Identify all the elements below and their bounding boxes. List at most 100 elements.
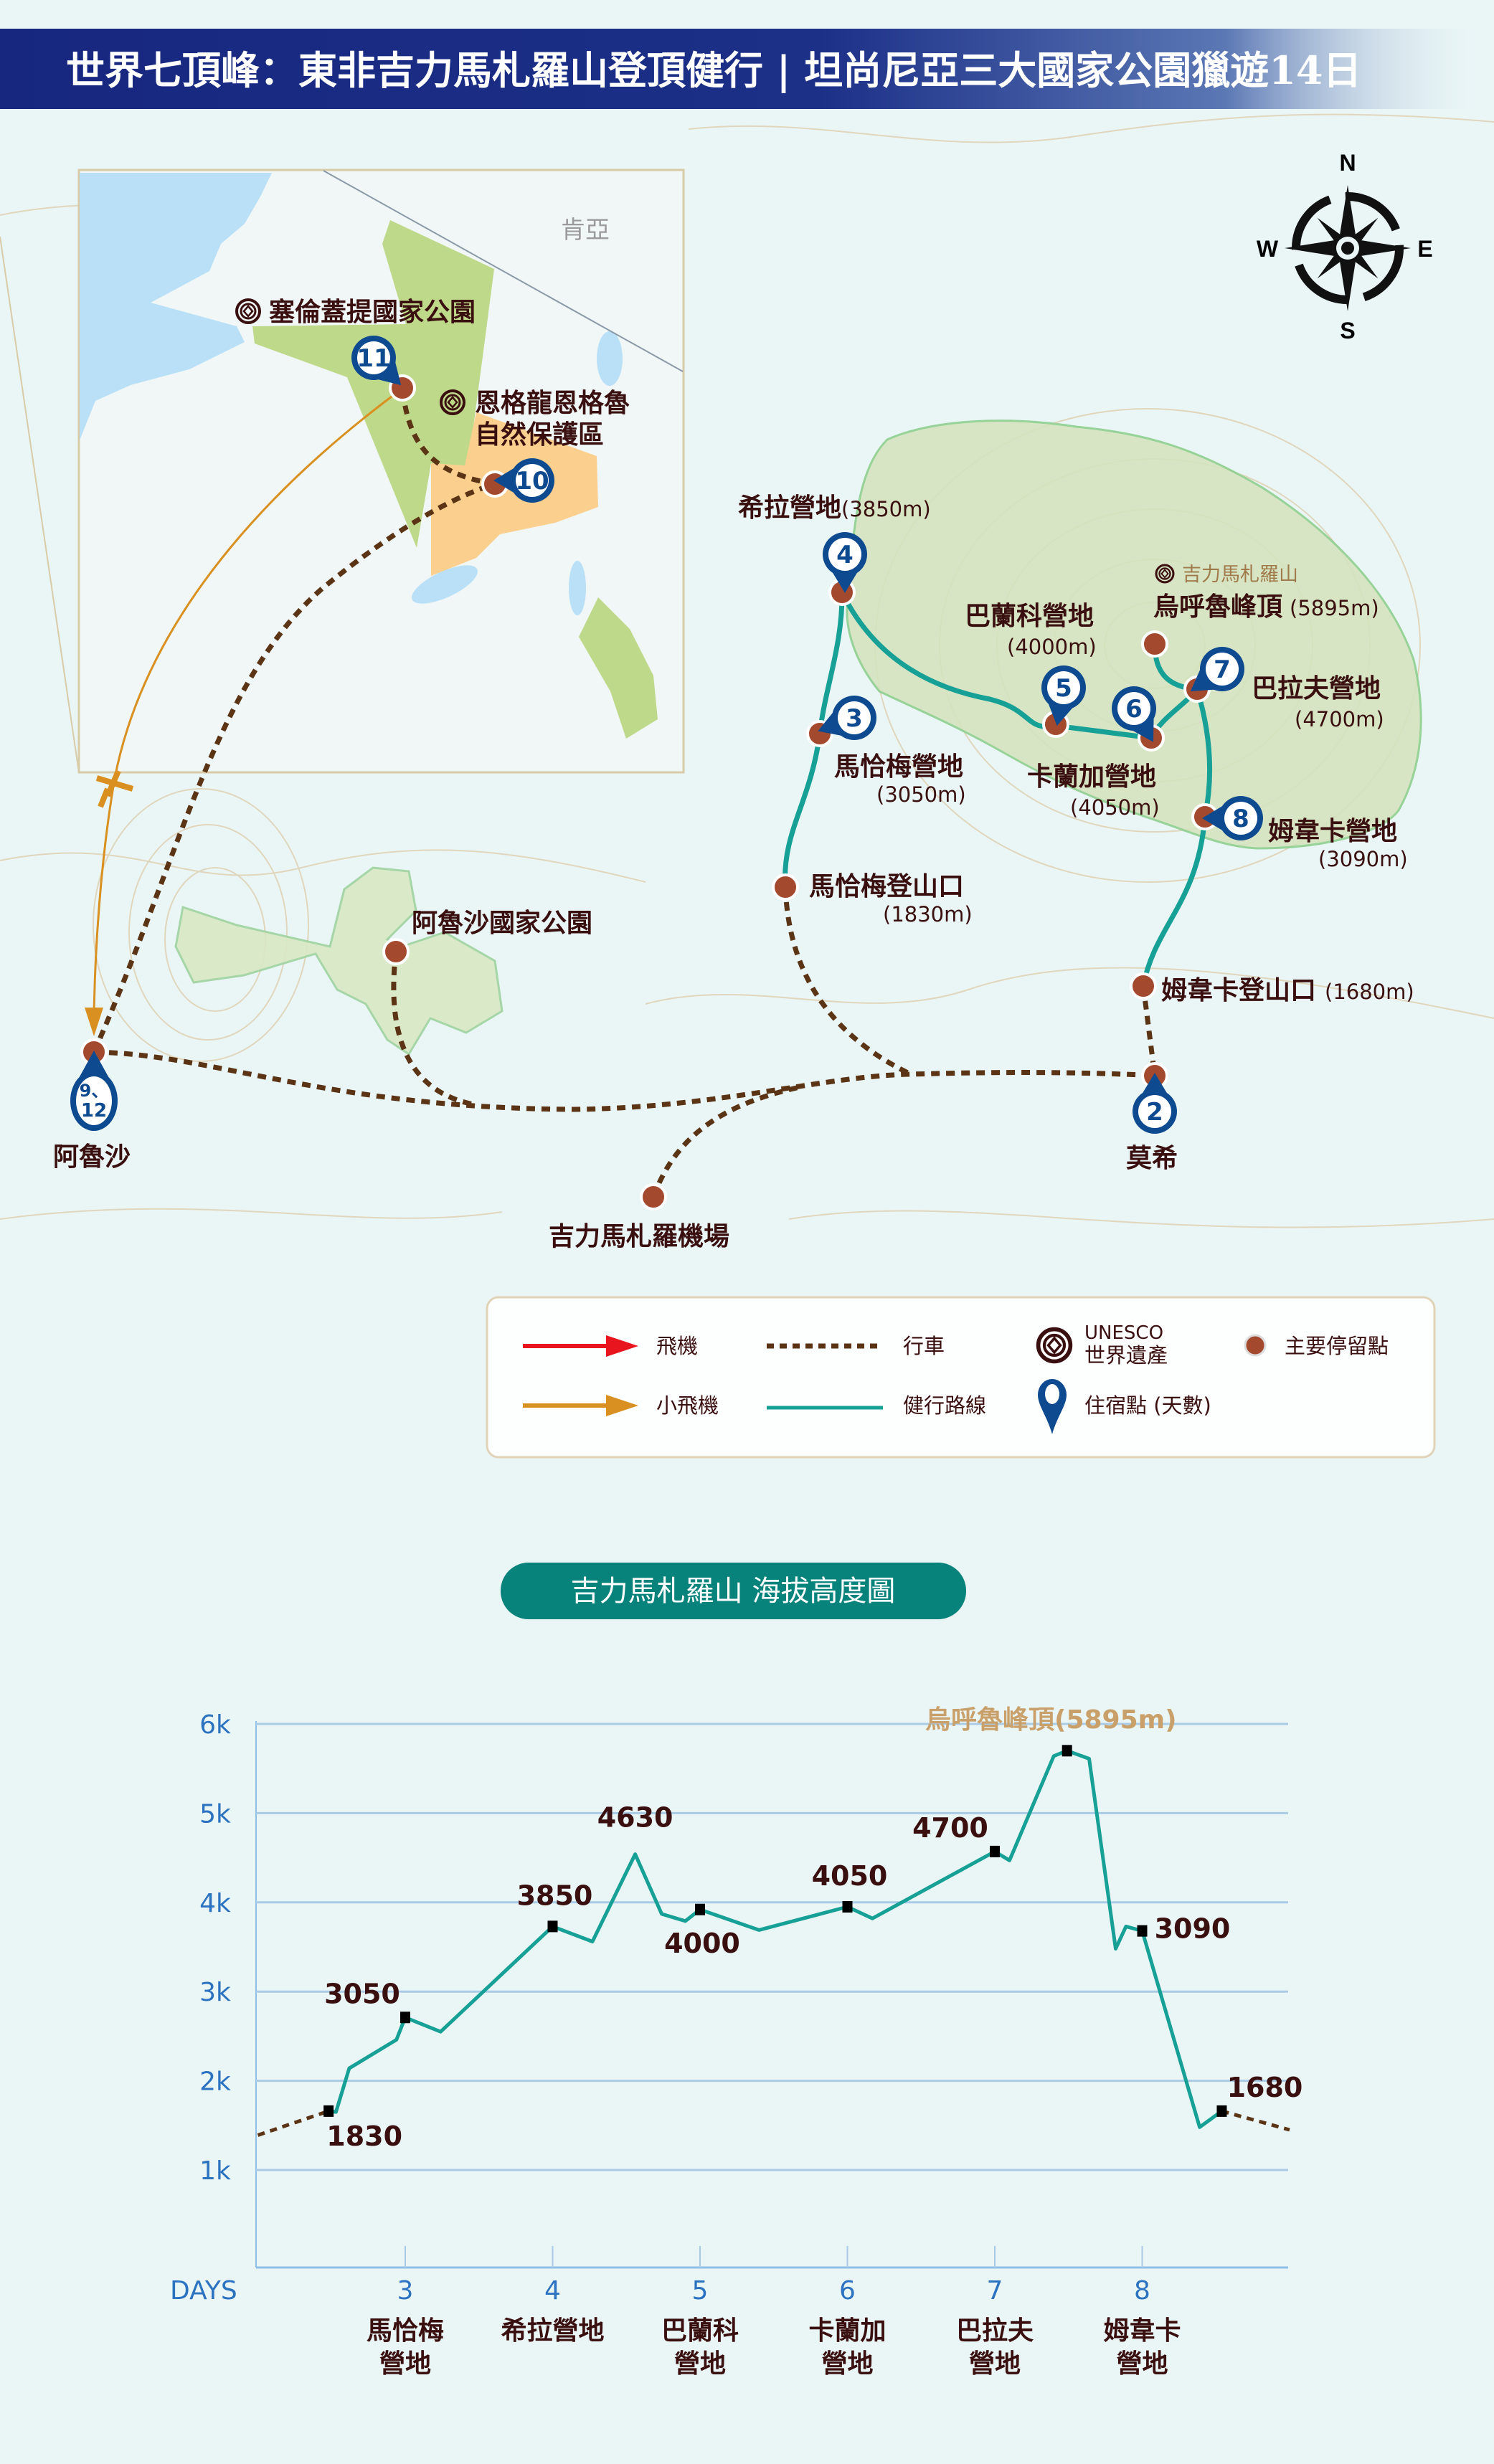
lake-eyasi — [412, 565, 478, 604]
pin-day-number: 4 — [836, 541, 854, 569]
compass-w: W — [1257, 236, 1279, 262]
kilimanjaro-unesco-label: 吉力馬札羅山 — [1182, 564, 1298, 586]
machame-camp-label: 馬恰梅營地 — [834, 752, 963, 782]
elevation-marker — [1062, 1745, 1072, 1757]
svg-text:小飛機: 小飛機 — [656, 1393, 719, 1418]
station-label: 馬恰梅 — [367, 2316, 444, 2346]
barranco-label: 巴蘭科營地 — [965, 602, 1094, 631]
barranco-elevation: (4000m) — [1007, 635, 1097, 659]
elevation-marker — [990, 1845, 1000, 1857]
elevation-value-label: 4050 — [812, 1860, 888, 1892]
kilimanjaro-park-area — [846, 420, 1422, 850]
x-axis-label: DAYS — [170, 2276, 237, 2306]
elevation-marker — [547, 1920, 558, 1933]
pin-day-number: 3 — [846, 704, 863, 733]
station-label: 希拉營地 — [501, 2316, 604, 2346]
legend-unesco: UNESCO 世界遺產 — [1039, 1322, 1168, 1368]
stay-pin-6[interactable]: 6 — [1112, 686, 1168, 751]
peak-value-label: 4630 — [597, 1802, 673, 1834]
lake-victoria — [80, 173, 272, 440]
y-tick-label: 6k — [199, 1710, 231, 1740]
kenya-border — [323, 170, 684, 372]
elevation-value-label: 3050 — [324, 1978, 400, 2009]
stop-machame-gate[interactable] — [772, 873, 799, 901]
x-tick-label: 3 — [397, 2276, 414, 2306]
machame-gate-label: 馬恰梅登山口 — [809, 872, 964, 901]
karanga-label: 卡蘭加營地 — [1027, 762, 1156, 792]
svg-text:行車: 行車 — [903, 1334, 945, 1358]
mweka-gate-label: 姆韋卡登山口(1680m) — [1161, 976, 1414, 1005]
stay-pin-10[interactable]: 10 — [493, 458, 554, 503]
stay-pin-2[interactable]: 2 — [1133, 1073, 1177, 1134]
trek-elevation-line — [328, 1748, 1223, 2129]
mweka-camp-elevation: (3090m) — [1318, 847, 1408, 871]
station-label: 營地 — [821, 2349, 873, 2379]
mweka-camp-label: 姆韋卡營地 — [1268, 817, 1397, 846]
elevation-value-label: 3850 — [517, 1880, 593, 1911]
stay-pin-8[interactable]: 8 — [1202, 796, 1263, 840]
legend-small-flight: 小飛機 — [523, 1393, 719, 1418]
machame-camp-elevation: (3050m) — [876, 782, 966, 807]
svg-text:飛機: 飛機 — [656, 1334, 698, 1358]
elevation-marker — [400, 2012, 410, 2024]
elevation-marker — [695, 1903, 705, 1915]
karanga-elevation: (4050m) — [1070, 795, 1160, 820]
chart-title-pill — [501, 1563, 966, 1619]
ngorongoro-label-line1: 恩格龍恩格魯 — [475, 389, 630, 418]
elevation-value-label: 4000 — [664, 1928, 740, 1959]
pin-day-number: 10 — [515, 467, 549, 496]
stay-pin-3[interactable]: 3 — [812, 696, 876, 747]
elevation-value-label: 4700 — [912, 1812, 988, 1844]
stay-pin-9-12[interactable]: 9、 12 — [70, 1051, 118, 1131]
station-label: 營地 — [969, 2349, 1021, 2379]
legend-stay: 住宿點 (天數) — [1038, 1379, 1211, 1434]
station-label: 營地 — [674, 2349, 726, 2379]
stop-mweka-gate[interactable] — [1130, 972, 1157, 1000]
pin-icon — [1038, 1379, 1067, 1434]
pin-day-number: 6 — [1125, 695, 1143, 724]
moshi-label: 莫希 — [1126, 1144, 1178, 1173]
stop-arusha-np[interactable] — [382, 938, 410, 965]
elevation-marker — [323, 2105, 334, 2117]
station-label: 巴蘭科 — [661, 2316, 739, 2346]
elevation-marker — [842, 1901, 853, 1913]
stay-pin-4[interactable]: 4 — [823, 532, 867, 593]
inset-map: 肯亞 塞倫蓋提國家公園 恩格龍恩格魯 自然保護區 — [77, 169, 685, 774]
stay-pin-5[interactable]: 5 — [1040, 665, 1086, 729]
legend-drive: 行車 — [767, 1334, 945, 1358]
x-tick-label: 8 — [1134, 2276, 1150, 2306]
legend-stop: 主要停留點 — [1244, 1334, 1389, 1358]
station-label: 巴拉夫 — [956, 2316, 1034, 2346]
elevation-marker — [1137, 1925, 1148, 1937]
pin-day-number: 11 — [356, 344, 390, 373]
station-label: 營地 — [1116, 2349, 1168, 2379]
station-label: 姆韋卡 — [1103, 2316, 1181, 2346]
x-tick-label: 7 — [987, 2276, 1003, 2306]
kenya-label: 肯亞 — [561, 216, 610, 245]
airport-label: 吉力馬札羅機場 — [549, 1222, 729, 1251]
inset-connector — [0, 236, 80, 773]
station-label: 營地 — [379, 2349, 431, 2379]
svg-text:健行路線: 健行路線 — [903, 1393, 986, 1418]
y-tick-label: 4k — [199, 1889, 231, 1918]
drive-segment-line — [257, 2109, 329, 2137]
compass-s: S — [1340, 318, 1355, 343]
chart-grid — [255, 1721, 1288, 2269]
stop-uhuru[interactable] — [1141, 630, 1168, 658]
x-tick-label: 6 — [839, 2276, 856, 2306]
small-flight-route — [85, 393, 395, 1036]
x-tick-label: 5 — [692, 2276, 709, 2306]
pin-day-number: 8 — [1232, 805, 1249, 833]
map-labels: 希拉營地(3850m) 巴蘭科營地 (4000m) 吉力馬札羅山 烏呼魯峰頂(5… — [53, 493, 1414, 1251]
elevation-marker — [1216, 2105, 1227, 2117]
stay-pin-7[interactable]: 7 — [1181, 647, 1244, 706]
stop-airport[interactable] — [640, 1183, 667, 1210]
stay-pin-11[interactable]: 11 — [351, 336, 413, 397]
y-tick-label: 3k — [199, 1978, 231, 2007]
arusha-np-label: 阿魯沙國家公園 — [412, 909, 592, 938]
pin-day-number: 5 — [1055, 674, 1072, 703]
lake-manyara — [569, 561, 586, 615]
pin-day-number: 9、 — [80, 1081, 109, 1101]
